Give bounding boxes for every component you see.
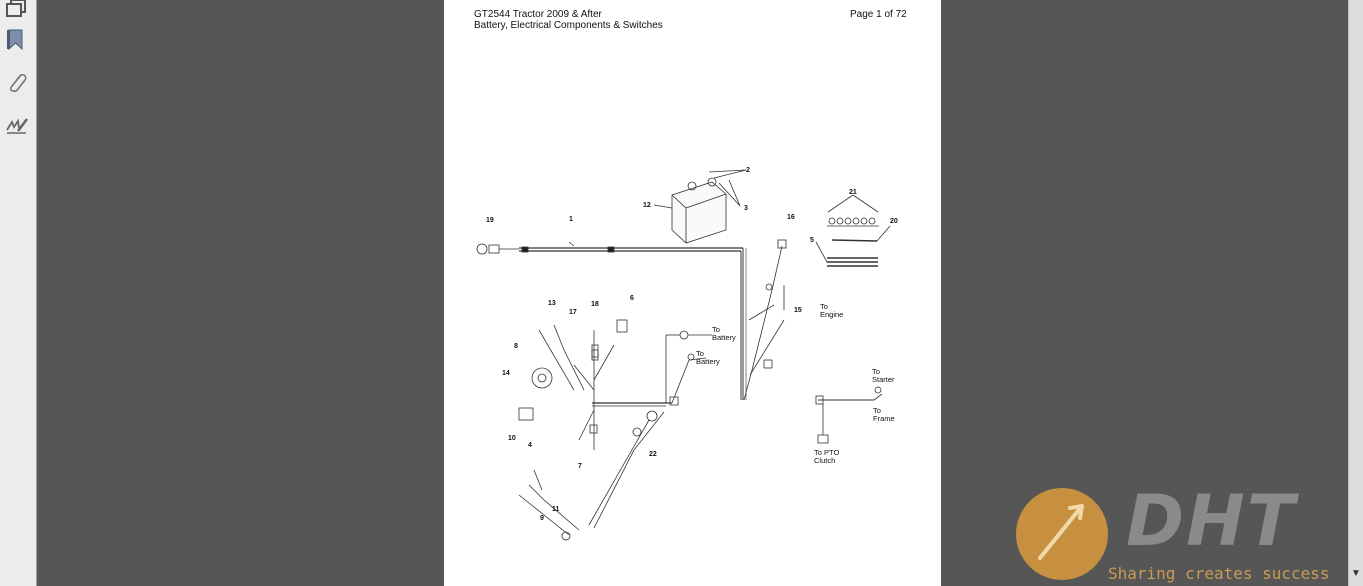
callout-11: 11	[552, 506, 560, 513]
document-title: GT2544 Tractor 2009 & After	[474, 9, 602, 20]
to-pto-clutch-label-b: Clutch	[814, 456, 835, 465]
callout-7: 7	[578, 463, 582, 470]
callout-2: 2	[746, 167, 750, 174]
to-frame-label-a: To	[873, 406, 881, 415]
vertical-scrollbar[interactable]: ▼	[1348, 0, 1363, 586]
scroll-down-icon[interactable]: ▼	[1351, 568, 1361, 579]
callout-22: 22	[649, 451, 657, 458]
watermark-tagline: Sharing creates success	[1108, 564, 1330, 583]
attachment-icon[interactable]	[4, 69, 30, 95]
callout-14: 14	[502, 370, 510, 377]
callout-8: 8	[514, 343, 518, 350]
watermark-brand: DHT	[1126, 480, 1297, 562]
main-harness	[476, 241, 747, 400]
wiring-diagram: 1 2 3 4 5 6 7 8 9 10 11 12 13 14 15 16 1…	[476, 167, 898, 541]
callout-9: 9	[540, 515, 544, 522]
callout-1: 1	[569, 216, 573, 223]
signature-icon[interactable]	[4, 113, 30, 139]
callout-15: 15	[794, 307, 802, 314]
to-battery-label-2a: To	[696, 349, 704, 358]
document-subtitle: Battery, Electrical Components & Switche…	[474, 20, 663, 31]
callout-20: 20	[890, 218, 898, 225]
callout-10: 10	[508, 435, 516, 442]
callout-16: 16	[787, 214, 795, 221]
connection-labels: To Battery To Battery To Engine To Start…	[696, 302, 895, 465]
callout-5: 5	[810, 237, 814, 244]
callout-17: 17	[569, 309, 577, 316]
callout-21: 21	[849, 189, 857, 196]
callout-6: 6	[630, 295, 634, 302]
upper-right-harness	[743, 239, 787, 401]
to-starter-label-a: To	[872, 367, 880, 376]
bookmark-icon[interactable]	[4, 27, 30, 53]
callout-4: 4	[528, 442, 532, 449]
lower-harness	[518, 319, 712, 541]
page-indicator: Page 1 of 72	[850, 9, 907, 20]
watermark: DHT Sharing creates success	[1012, 480, 1363, 586]
to-engine-label-a: To	[820, 302, 828, 311]
to-engine-label-b: Engine	[820, 310, 843, 319]
callout-12: 12	[643, 202, 651, 209]
to-battery-label-1a: To	[712, 325, 720, 334]
callout-3: 3	[744, 205, 748, 212]
to-pto-clutch-label-a: To PTO	[814, 448, 839, 457]
pto-harness	[748, 304, 883, 444]
bulb-set	[815, 194, 891, 267]
callout-18: 18	[591, 301, 599, 308]
side-toolbar	[0, 0, 37, 586]
battery-illustration	[653, 169, 747, 244]
pages-icon[interactable]	[4, 0, 30, 20]
pdf-page: GT2544 Tractor 2009 & After Battery, Ele…	[444, 0, 941, 586]
to-battery-label-2b: Battery	[696, 357, 720, 366]
callout-numbers: 1 2 3 4 5 6 7 8 9 10 11 12 13 14 15 16 1…	[486, 167, 898, 522]
to-battery-label-1b: Battery	[712, 333, 736, 342]
to-starter-label-b: Starter	[872, 375, 895, 384]
callout-19: 19	[486, 217, 494, 224]
watermark-logo-icon	[1016, 488, 1108, 580]
callout-13: 13	[548, 300, 556, 307]
to-frame-label-b: Frame	[873, 414, 895, 423]
